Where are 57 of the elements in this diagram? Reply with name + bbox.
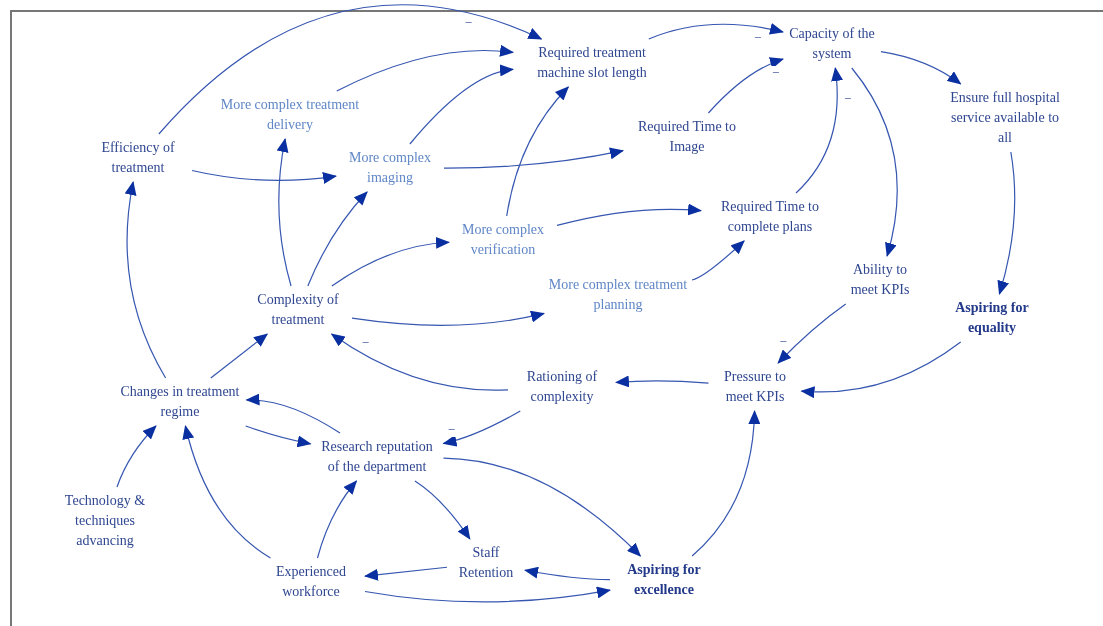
causal-arrow [331, 237, 450, 287]
causal-arrow [409, 65, 514, 145]
variable-label: More complex verification [453, 220, 553, 260]
causal-arrow [851, 67, 898, 257]
variable-label: Ability to meet KPIs [840, 260, 920, 300]
variable-label: Changes in treatment regime [117, 382, 243, 422]
causal-arrow [556, 203, 702, 227]
variable-label: Technology & techniques advancing [55, 491, 155, 551]
causal-arrow [800, 341, 962, 398]
causal-arrow [330, 333, 509, 391]
causal-arrow [648, 23, 784, 40]
variable-label: Required Time to complete plans [705, 197, 835, 237]
causal-arrow [125, 181, 167, 379]
variable-label: More complex treatment planning [548, 275, 688, 315]
causal-arrow [443, 147, 624, 169]
causal-arrow [880, 51, 962, 85]
variable-label: Required treatment machine slot length [517, 43, 667, 83]
variable-label: More complex treatment delivery [220, 95, 360, 135]
causal-arrow [691, 410, 760, 557]
causal-arrow [795, 67, 843, 194]
variable-label: Capacity of the system [787, 24, 877, 64]
causal-arrow [307, 191, 368, 287]
causal-arrow [276, 138, 292, 287]
causal-arrow [316, 480, 358, 559]
variable-label: More complex imaging [340, 148, 440, 188]
causal-arrow [524, 566, 611, 581]
causal-arrow [191, 169, 337, 184]
variable-label: Aspiring for excellence [614, 560, 714, 600]
variable-label: Pressure to meet KPIs [712, 367, 798, 407]
variable-label: Rationing of complexity [512, 367, 612, 407]
causal-arrow [351, 310, 545, 326]
causal-arrow [116, 425, 157, 488]
causal-arrow [442, 410, 521, 447]
variable-label: Ensure full hospital service available to all [945, 88, 1065, 148]
causal-arrow [210, 333, 268, 379]
variable-label: Required Time to Image [627, 117, 747, 157]
causal-arrow [997, 151, 1016, 295]
causal-arrow [615, 375, 710, 388]
causal-arrow [777, 303, 847, 364]
causal-arrow [506, 86, 569, 217]
variable-label: Research reputation of the department [314, 437, 440, 477]
variable-label: Aspiring for equality [942, 298, 1042, 338]
variable-label: Complexity of treatment [248, 290, 348, 330]
causal-arrow [414, 480, 471, 540]
causal-arrow [364, 586, 611, 603]
causal-arrow [245, 425, 312, 448]
causal-arrow [691, 240, 745, 281]
causal-arrow [336, 45, 514, 92]
causal-arrow [158, 4, 543, 135]
causal-arrow [364, 566, 448, 581]
causal-arrow [442, 457, 642, 557]
causal-arrow [707, 57, 784, 114]
causal-arrow [182, 425, 272, 559]
variable-label: Staff Retention [451, 543, 521, 583]
variable-label: Efficiency of treatment [88, 138, 188, 178]
variable-label: Experienced workforce [261, 562, 361, 602]
causal-arrow [245, 394, 341, 434]
